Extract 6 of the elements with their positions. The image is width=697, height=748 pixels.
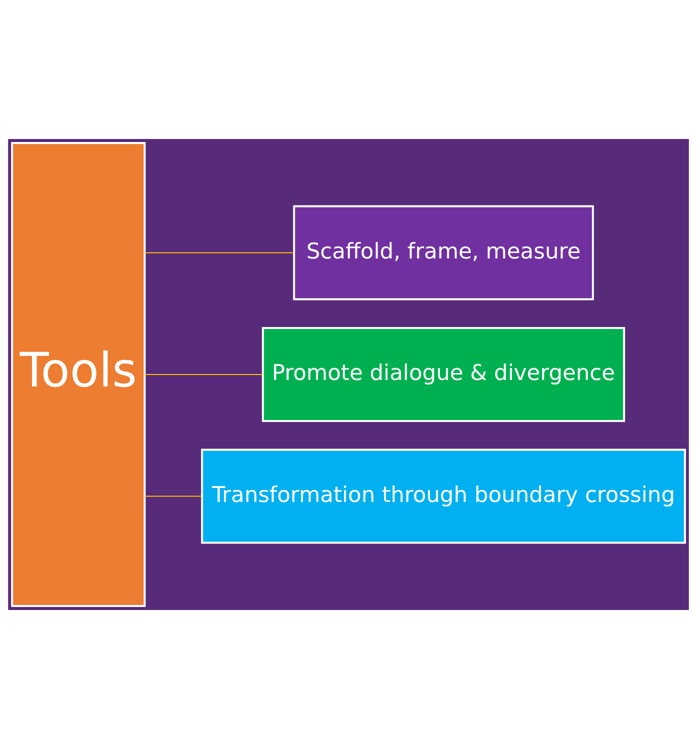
node-box: Promote dialogue & divergence <box>262 326 626 422</box>
node-box: Scaffold, frame, measure <box>293 204 594 300</box>
connector <box>144 495 202 496</box>
node-box: Tools <box>11 141 146 607</box>
connector <box>144 252 294 253</box>
node-box: Transformation through boundary crossing <box>201 448 686 544</box>
